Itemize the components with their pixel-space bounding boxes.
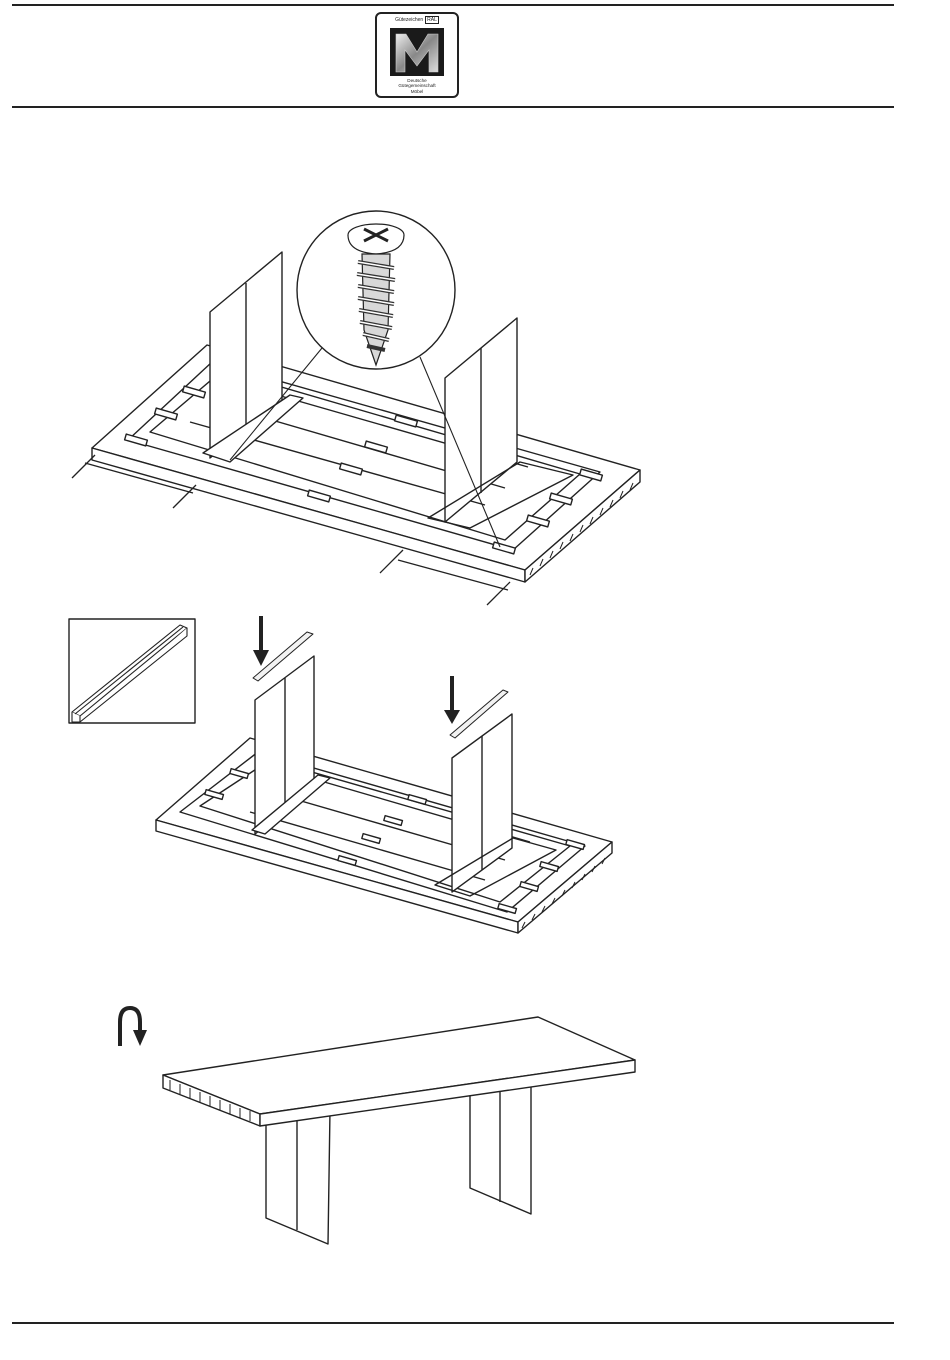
seal-top-text: Gütezeichen (395, 17, 423, 23)
step-flip-table-illustration (0, 1000, 950, 1260)
step-attach-legs-illustration (0, 190, 950, 620)
rotate-arrow-icon (120, 1008, 147, 1046)
header-rule-top (12, 4, 894, 6)
arrow-down-icon-2 (444, 676, 460, 724)
leg-left-standing (266, 1110, 330, 1244)
footer-rule (12, 1322, 894, 1324)
seal-m-icon (390, 28, 444, 76)
seal-bottom-text: Deutsche Gütegemeinschaft Möbel (377, 78, 457, 94)
seal-ral-text: RAL (425, 16, 439, 24)
arrow-down-icon (253, 616, 269, 666)
step-insert-strips-illustration (0, 612, 950, 942)
seal-line-3: Möbel (377, 89, 457, 94)
header-rule-bottom (12, 106, 894, 108)
